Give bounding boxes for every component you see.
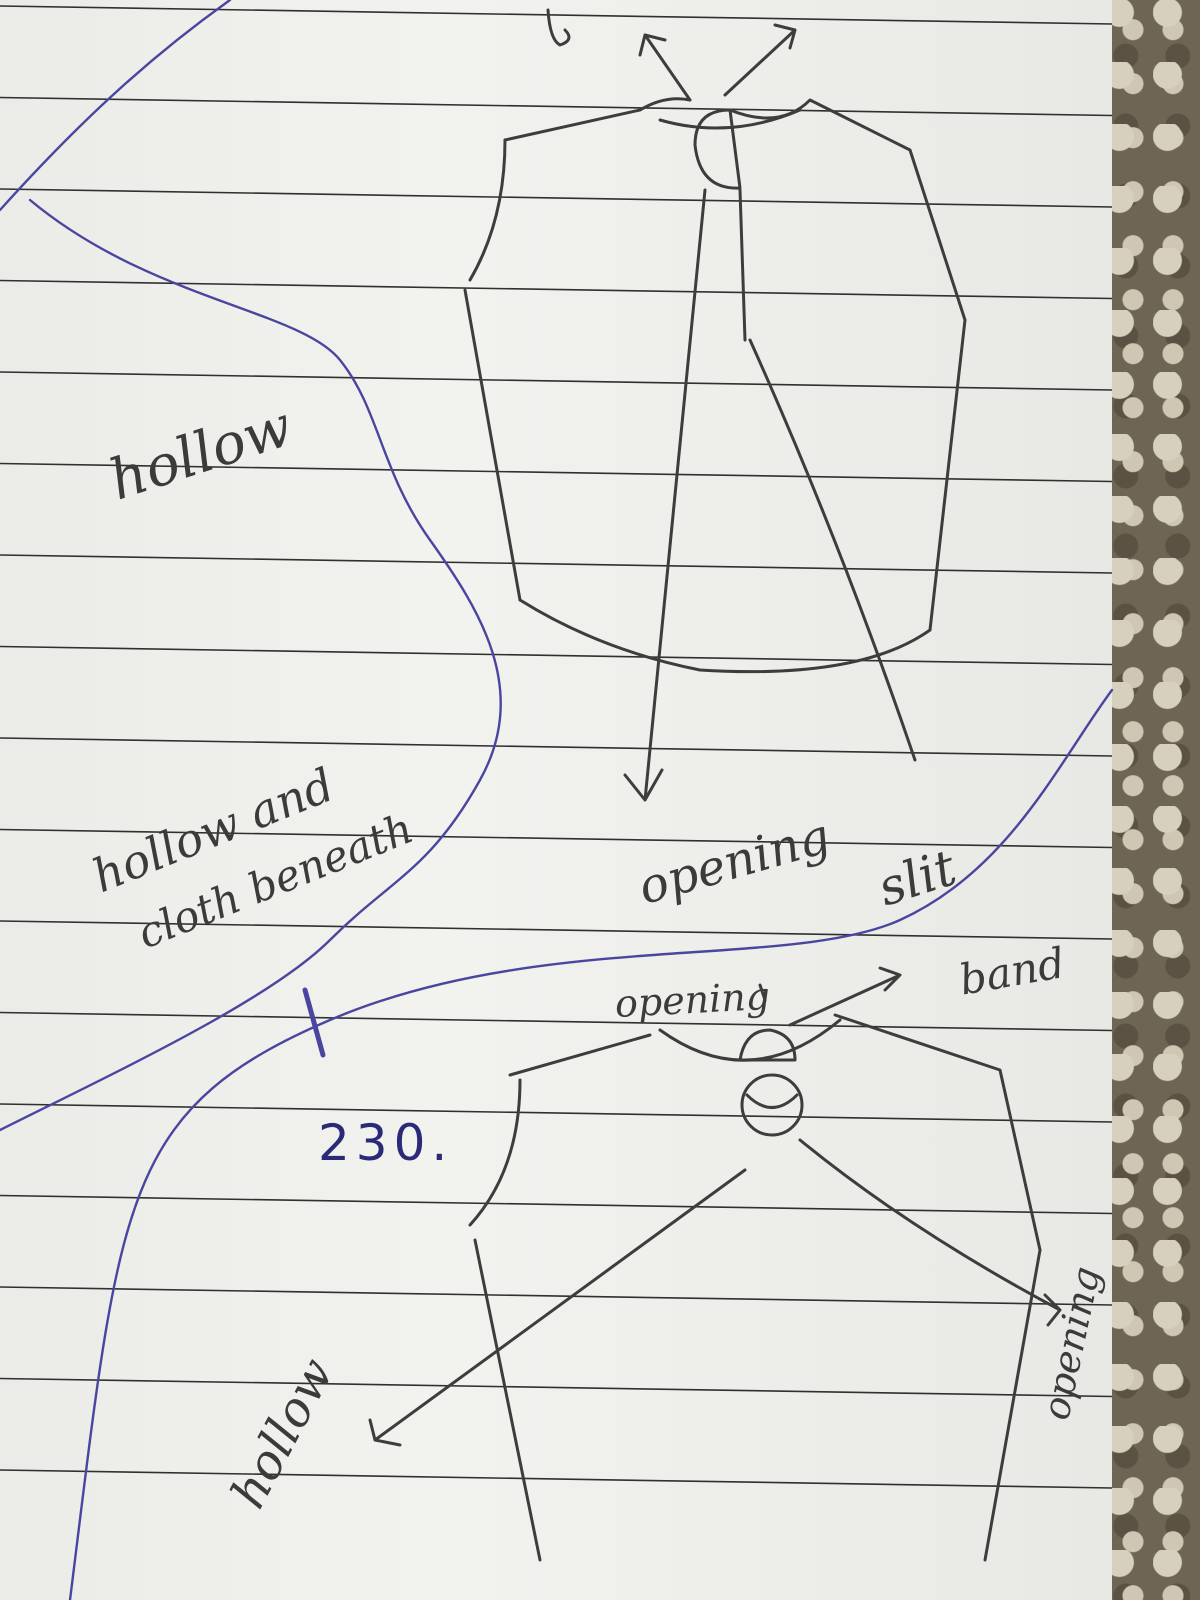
ruled-line bbox=[0, 828, 1113, 849]
ruled-line bbox=[0, 5, 1113, 25]
bottom-garment-right-shoulder bbox=[833, 1013, 1042, 1252]
bottom-arrow-to-band bbox=[788, 966, 902, 1027]
note-number-230: 230. bbox=[318, 1114, 454, 1172]
ruled-line bbox=[0, 1011, 1113, 1032]
bottom-opening-tick bbox=[758, 983, 767, 1002]
boundary-line-upper bbox=[0, 0, 232, 212]
bottom-arrow-to-hollow bbox=[368, 1168, 747, 1447]
top-garment-left-shoulder bbox=[503, 97, 692, 142]
boundary-tick-mark bbox=[302, 987, 326, 1058]
note-opening-band: opening bbox=[613, 973, 772, 1026]
ruled-line bbox=[0, 1103, 1113, 1123]
ruled-line bbox=[0, 188, 1113, 208]
top-arrow-up-right bbox=[723, 23, 797, 97]
bottom-arrow-to-opening bbox=[798, 1138, 1062, 1327]
top-slit-line bbox=[738, 188, 917, 762]
top-garment-right-shoulder bbox=[728, 98, 967, 322]
top-garment-hem bbox=[518, 598, 932, 674]
bottom-garment-left-side bbox=[473, 1238, 542, 1562]
bottom-garment-button-seam bbox=[745, 1093, 799, 1109]
ruled-line bbox=[0, 371, 1113, 391]
bottom-garment-button-circle bbox=[740, 1073, 804, 1137]
ruled-paper-sheet bbox=[0, 0, 1112, 1600]
top-garment-right-side bbox=[928, 318, 967, 632]
bottom-garment-right-side bbox=[983, 1248, 1042, 1562]
ruled-line bbox=[0, 96, 1113, 117]
top-garment-neck-curve bbox=[658, 108, 802, 130]
ruled-line bbox=[0, 1286, 1113, 1306]
top-b-letter bbox=[546, 8, 571, 47]
garment-sketch-top bbox=[463, 8, 967, 802]
garment-sketch-bottom bbox=[368, 966, 1062, 1562]
boundary-line-lower bbox=[68, 688, 1114, 1600]
boundary-line-s-curve bbox=[0, 198, 502, 1132]
fabric-background bbox=[1105, 0, 1200, 1600]
bottom-garment-button-top bbox=[738, 1028, 797, 1062]
ruled-lines bbox=[0, 5, 1113, 1489]
ruled-line bbox=[0, 462, 1113, 483]
top-garment-collar-circle bbox=[693, 108, 742, 190]
top-arrow-up-left bbox=[638, 33, 692, 102]
top-garment-left-side bbox=[463, 288, 522, 602]
ruled-line bbox=[0, 920, 1113, 940]
top-arrow-to-opening bbox=[623, 188, 707, 802]
ruled-line bbox=[0, 279, 1113, 300]
ruled-line bbox=[0, 645, 1113, 666]
top-garment-left-armhole bbox=[468, 138, 507, 282]
ruled-line bbox=[0, 1194, 1113, 1215]
bottom-garment-left-shoulder bbox=[508, 1033, 652, 1077]
ruled-line bbox=[0, 1469, 1113, 1489]
ruled-line bbox=[0, 737, 1113, 757]
ballpoint-lines bbox=[0, 0, 1114, 1600]
ruled-line bbox=[0, 554, 1113, 574]
ruled-line bbox=[0, 1377, 1113, 1398]
bottom-garment-left-armhole bbox=[468, 1078, 522, 1227]
